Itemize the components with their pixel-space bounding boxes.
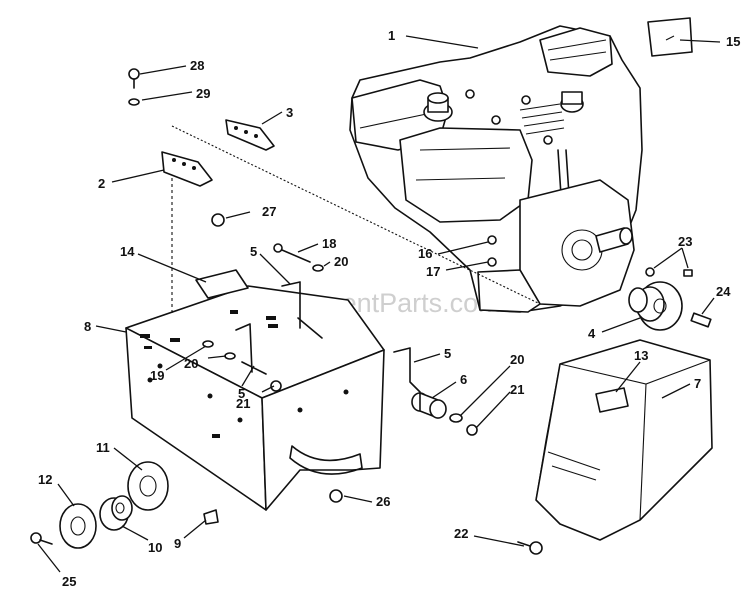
label-25: 25 — [62, 574, 76, 589]
key-part-23 — [645, 267, 693, 277]
label-5-right: 5 — [444, 346, 451, 361]
nut-part-27 — [211, 213, 225, 227]
part-number-labels: 1 2 3 4 5 5 5 6 7 8 9 10 11 12 13 14 15 … — [38, 28, 740, 589]
bolt-part-16 — [487, 235, 497, 245]
label-18: 18 — [322, 236, 336, 251]
washer-part-29 — [128, 98, 140, 106]
label-14: 14 — [120, 244, 135, 259]
label-5-lower: 5 — [238, 386, 245, 401]
belt-cover-part-7 — [535, 339, 713, 541]
label-21-right: 21 — [510, 382, 524, 397]
label-6: 6 — [460, 372, 467, 387]
nut-part-26 — [329, 489, 343, 503]
label-20-lower: 20 — [184, 356, 198, 371]
label-9: 9 — [174, 536, 181, 551]
label-3: 3 — [286, 105, 293, 120]
bolt-part-28 — [128, 68, 140, 89]
label-1: 1 — [388, 28, 395, 43]
leader-lines — [37, 35, 721, 573]
flange-part-11 — [127, 461, 169, 511]
engine-part-1 — [349, 25, 643, 313]
bolt-part-22 — [517, 541, 543, 555]
label-23: 23 — [678, 234, 692, 249]
label-5-upper: 5 — [250, 244, 257, 259]
frame-part-8 — [125, 178, 385, 511]
plate-part-14 — [195, 269, 249, 299]
washer-part-20-right — [449, 413, 463, 423]
label-29: 29 — [196, 86, 210, 101]
label-20-right: 20 — [510, 352, 524, 367]
washer-part-17 — [487, 257, 497, 267]
key-part-24 — [690, 312, 712, 328]
label-15: 15 — [726, 34, 740, 49]
decal-part-15 — [647, 17, 693, 57]
rod-part-5-right — [393, 347, 421, 393]
label-11: 11 — [96, 440, 110, 455]
washer-part-20-upper — [312, 264, 324, 272]
bolt-part-18 — [273, 243, 311, 263]
bolt-part-19 — [202, 340, 214, 348]
label-7: 7 — [694, 376, 701, 391]
decal-part-13 — [595, 387, 629, 413]
label-21-lower: 21 — [236, 396, 250, 411]
bracket-part-3 — [225, 119, 275, 151]
rod-part-5-lower — [235, 323, 267, 375]
label-19: 19 — [150, 368, 164, 383]
label-28: 28 — [190, 58, 204, 73]
label-13: 13 — [634, 348, 648, 363]
label-27: 27 — [262, 204, 276, 219]
label-26: 26 — [376, 494, 390, 509]
label-8: 8 — [84, 319, 91, 334]
nut-part-21-lower — [270, 380, 282, 392]
nut-part-21-right — [466, 424, 478, 436]
label-12: 12 — [38, 472, 52, 487]
bolt-part-25 — [30, 532, 53, 545]
label-10: 10 — [148, 540, 162, 555]
label-2: 2 — [98, 176, 105, 191]
flange-part-12 — [59, 503, 97, 549]
label-20-upper: 20 — [334, 254, 348, 269]
bracket-part-2 — [161, 151, 213, 187]
rod-part-5-upper — [281, 281, 323, 339]
label-17: 17 — [426, 264, 440, 279]
washer-part-20-lower — [224, 352, 236, 360]
label-22: 22 — [454, 526, 468, 541]
label-24: 24 — [716, 284, 731, 299]
pulley-part-4 — [628, 281, 683, 331]
spacer-part-6 — [411, 392, 447, 419]
label-4: 4 — [588, 326, 596, 341]
clip-part-9 — [203, 509, 219, 525]
label-16: 16 — [418, 246, 432, 261]
bearing-part-10 — [99, 495, 133, 531]
